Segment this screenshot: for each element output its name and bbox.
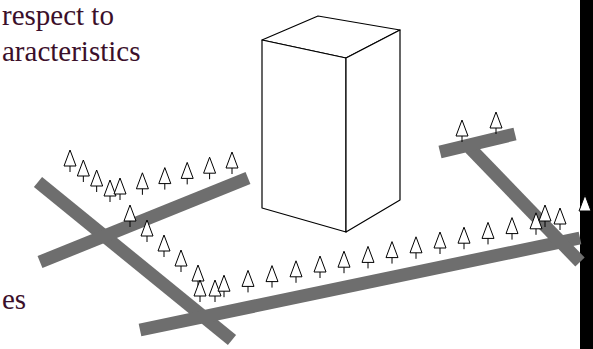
tree — [290, 261, 302, 283]
slide-text: aracteristics — [2, 36, 140, 68]
tree — [490, 112, 502, 134]
tree — [579, 195, 591, 217]
tree — [434, 232, 446, 254]
tree — [362, 246, 374, 268]
tree — [338, 251, 350, 273]
tree — [218, 275, 230, 297]
slide-text: es — [2, 284, 26, 316]
tree — [192, 265, 204, 287]
tree — [410, 237, 422, 259]
tree — [175, 250, 187, 272]
tree — [554, 208, 566, 230]
tree — [136, 173, 148, 195]
tree — [530, 213, 542, 235]
building — [262, 16, 400, 232]
tree — [386, 242, 398, 264]
tree — [77, 160, 89, 182]
tree — [539, 205, 551, 227]
tree — [204, 157, 216, 179]
tree — [181, 162, 193, 184]
tree — [104, 180, 116, 202]
slide-text: respect to — [2, 0, 114, 32]
tree — [506, 218, 518, 240]
tree — [141, 220, 153, 242]
tree — [226, 152, 238, 174]
tree — [124, 205, 136, 227]
tree — [458, 227, 470, 249]
tree — [482, 222, 494, 244]
tree — [266, 266, 278, 288]
tree — [194, 280, 206, 302]
tree — [314, 256, 326, 278]
tree — [114, 178, 126, 200]
tree — [64, 150, 76, 172]
trees — [64, 112, 591, 302]
tree — [242, 270, 254, 292]
white-ground — [0, 0, 580, 349]
tree — [456, 120, 468, 142]
tree — [91, 170, 103, 192]
tree — [158, 235, 170, 257]
tree — [159, 168, 171, 190]
